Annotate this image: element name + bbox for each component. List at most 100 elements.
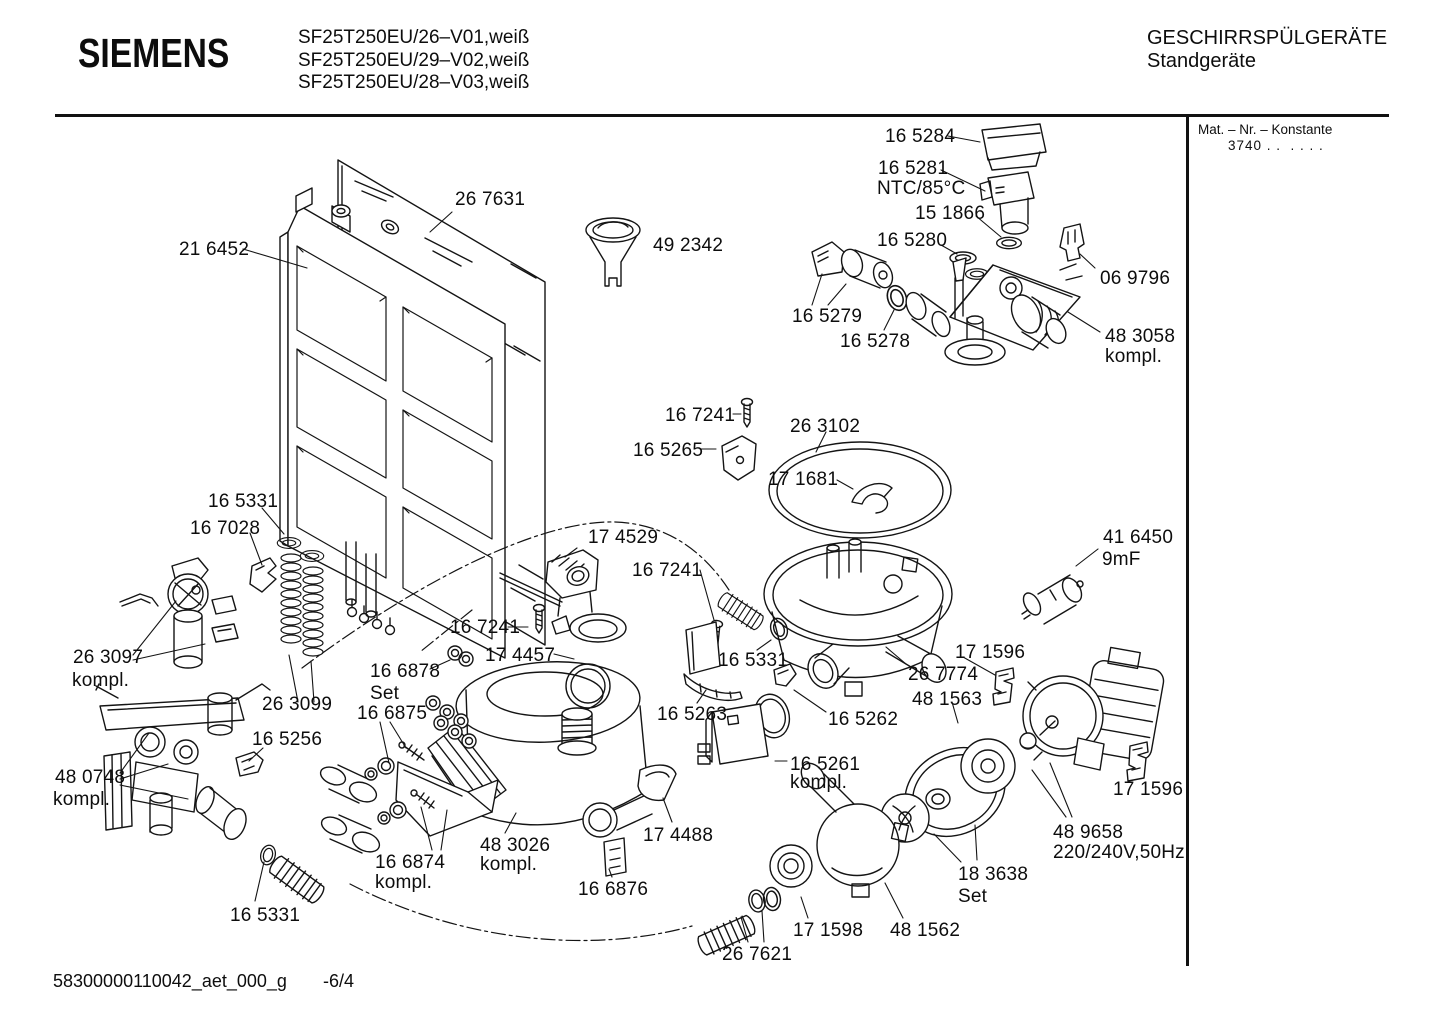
part-label-16-5261: 16 5261 <box>790 754 861 775</box>
part-label-9mf: 9mF <box>1102 549 1141 570</box>
leader-lines <box>119 135 1101 943</box>
side-panel-divider <box>1186 114 1189 966</box>
category-subtitle: Standgeräte <box>1147 50 1256 72</box>
bracket-17-4488 <box>637 764 677 802</box>
check-ball <box>1019 732 1037 750</box>
part-label-16-6878: 16 6878 <box>370 661 441 682</box>
part-label-kompl-: kompl. <box>53 789 111 810</box>
drain-flange <box>582 793 653 838</box>
base-manifold-48-0748 <box>95 683 271 841</box>
part-label-48-1563: 48 1563 <box>912 689 983 710</box>
softener-tank-48-3026 <box>395 661 653 838</box>
part-label-set: Set <box>370 683 400 704</box>
part-label-16-7241: 16 7241 <box>632 560 703 581</box>
capacitor-41-6450 <box>1021 574 1084 625</box>
part-label-16-5331: 16 5331 <box>230 905 301 926</box>
part-label-kompl-: kompl. <box>72 670 130 691</box>
part-label-26-3099: 26 3099 <box>262 694 333 715</box>
part-label-16-6876: 16 6876 <box>578 879 649 900</box>
mat-nr-konstante-label: Mat. – Nr. – Konstante <box>1198 122 1333 137</box>
part-label-18-3638: 18 3638 <box>958 864 1029 885</box>
part-label-kompl-: kompl. <box>480 854 538 875</box>
part-label-16-5280: 16 5280 <box>877 230 948 251</box>
fill-motor <box>905 291 951 338</box>
part-label-17-4488: 17 4488 <box>643 825 714 846</box>
clip-16-6876 <box>603 837 627 877</box>
part-label-220-240v-50hz: 220/240V,50Hz <box>1053 842 1185 863</box>
model-line-3: SF25T250EU/28–V03,weiß <box>298 72 530 93</box>
fill-pipe <box>499 572 563 607</box>
part-label-26-3102: 26 3102 <box>790 416 861 437</box>
part-label-49-2342: 49 2342 <box>653 235 724 256</box>
part-label-16-7028: 16 7028 <box>190 518 261 539</box>
siemens-logo: SIEMENS <box>78 30 230 76</box>
part-label-17-1596: 17 1596 <box>955 642 1026 663</box>
part-label-16-6874: 16 6874 <box>375 852 446 873</box>
part-label-26-3097: 26 3097 <box>73 647 144 668</box>
part-label-16-5262: 16 5262 <box>828 709 899 730</box>
bracket-16-5263 <box>683 621 743 702</box>
thermostat-box <box>981 123 1047 171</box>
clip-16-5262 <box>773 663 797 687</box>
sump-assembly-26-7774 <box>763 538 953 697</box>
part-label-kompl-: kompl. <box>790 772 848 793</box>
water-valve-assembly-48-3058 <box>905 257 1083 366</box>
document-id: 58300000110042_aet_000_g <box>53 971 287 991</box>
salt-filler-neck <box>557 707 597 756</box>
part-label-17-1596: 17 1596 <box>1113 779 1184 800</box>
clip-17-1596-top <box>992 667 1015 706</box>
clamp-17-1681 <box>851 483 893 514</box>
sump-gasket-26-3102 <box>768 441 952 539</box>
part-label-16-7241: 16 7241 <box>450 617 521 638</box>
part-label-16-5331: 16 5331 <box>208 491 279 512</box>
salt-funnel <box>585 217 641 287</box>
part-label-06-9796: 06 9796 <box>1100 268 1171 289</box>
part-label-16-5281: 16 5281 <box>878 158 949 179</box>
page-number: -6/4 <box>323 971 355 991</box>
model-line-2: SF25T250EU/29–V02,weiß <box>298 49 530 71</box>
part-label-16-5279: 16 5279 <box>792 306 863 327</box>
part-label-16-5256: 16 5256 <box>252 729 323 750</box>
part-label-17-4529: 17 4529 <box>588 527 659 548</box>
part-label-48-1562: 48 1562 <box>890 920 961 941</box>
bracket-16-7028 <box>249 557 277 593</box>
door-springs-26-3099 <box>276 536 325 657</box>
part-label-16-5284: 16 5284 <box>885 126 956 147</box>
model-line-1: SF25T250EU/26–V01,weiß <box>298 27 530 48</box>
part-label-16-5331: 16 5331 <box>718 650 789 671</box>
part-label-16-7241: 16 7241 <box>665 405 736 426</box>
clip-17-1596-bottom <box>1126 741 1149 782</box>
rings-16-6878 <box>447 645 474 667</box>
heater-cartridge <box>1010 294 1067 349</box>
hose-bottom-left <box>265 852 329 908</box>
header-divider <box>55 114 1389 117</box>
part-label-26-7774: 26 7774 <box>908 664 979 685</box>
part-label-16-5278: 16 5278 <box>840 331 911 352</box>
part-label-kompl-: kompl. <box>1105 346 1163 367</box>
hose-mid <box>714 589 767 634</box>
part-label-16-5265: 16 5265 <box>633 440 704 461</box>
part-label-48-3058: 48 3058 <box>1105 326 1176 347</box>
bearing-17-1598 <box>769 844 813 888</box>
reference-curves <box>301 521 730 942</box>
part-label-48-9658: 48 9658 <box>1053 822 1124 843</box>
door-inner-panel <box>279 187 506 659</box>
part-label-set: Set <box>958 886 988 907</box>
part-label-26-7631: 26 7631 <box>455 189 526 210</box>
category-title: GESCHIRRSPÜLGERÄTE <box>1147 27 1388 49</box>
part-label-41-6450: 41 6450 <box>1103 527 1174 548</box>
part-label-17-4457: 17 4457 <box>485 645 556 666</box>
valve-set-16-6874 <box>320 789 435 854</box>
seal-15-1866 <box>995 236 1023 250</box>
bracket-16-5265 <box>721 435 757 481</box>
valve-set-16-6875 <box>319 741 425 804</box>
clip-06-9796 <box>1059 223 1085 262</box>
door-pins <box>346 599 396 636</box>
motor-48-9658 <box>1022 646 1165 771</box>
part-label-21-6452: 21 6452 <box>179 239 250 260</box>
inlet-bracket-17-4529 <box>545 549 627 643</box>
